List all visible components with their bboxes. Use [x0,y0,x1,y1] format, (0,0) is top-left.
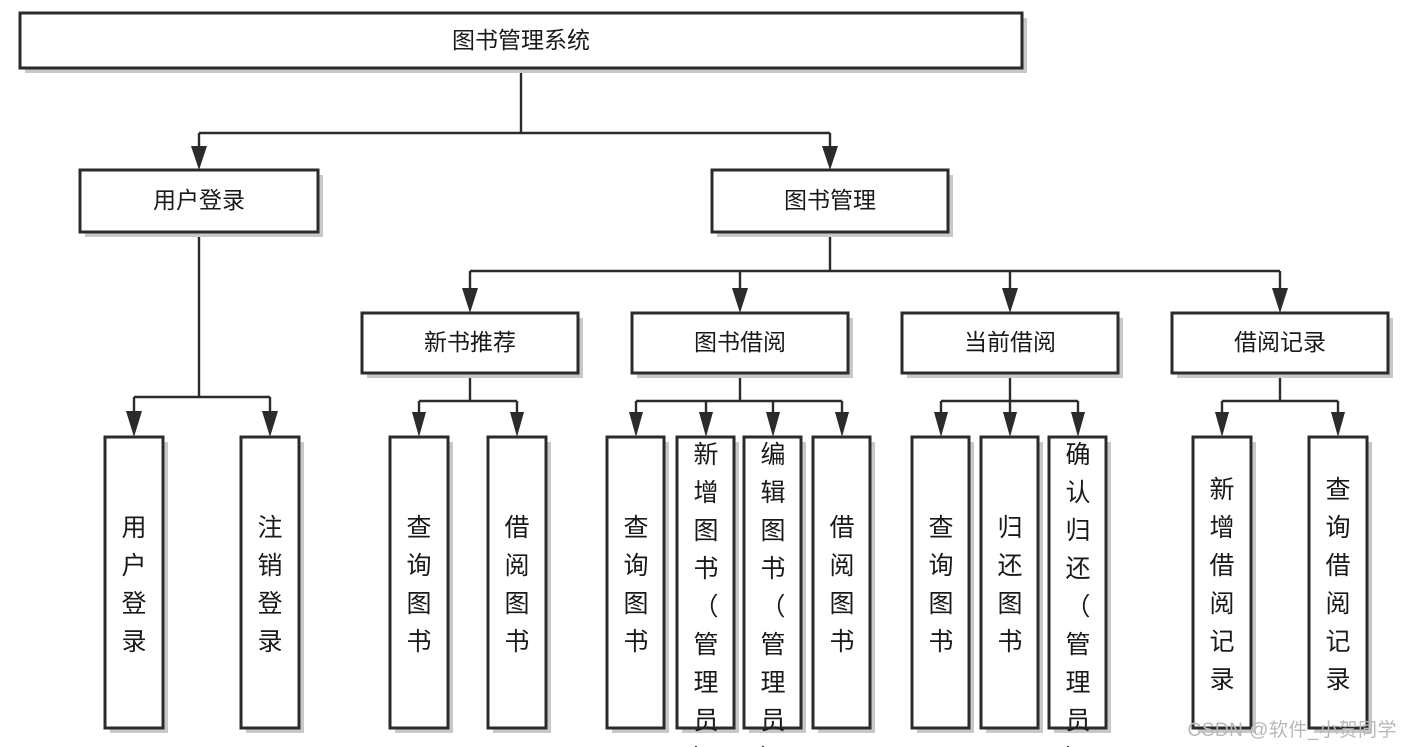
leaf-cb-confirm-label: 确认归还（管理员） [1065,441,1090,747]
leaf-node-cb-query[interactable]: 查询图书 [910,435,974,733]
node-root-box [18,11,1024,70]
node-new-book-recommend-label: 新书推荐 [424,329,516,355]
leaf-newbook-query-label: 查询图书 [406,514,431,656]
node-book-management-box [710,168,950,234]
leaf-bb-edit-label: 编辑图书（管理员） [760,441,785,747]
node-book-borrow-label: 图书借阅 [694,329,786,355]
leaf-br-add-box [1191,435,1253,730]
leaf-logout-label: 注销登录 [257,514,282,656]
leaf-cb-return-label: 归还图书 [997,514,1022,656]
arrow-head-user-login-leaf1 [126,411,142,437]
arrow-head-user-login-leaf2 [262,411,278,437]
node-root-label: 图书管理系统 [452,27,590,53]
leaf-br-query-box [1307,435,1369,730]
arrow-head-book-borrow-l3 [766,412,780,437]
arrow-head-new-book [462,288,478,313]
arrow-head-book-borrow-l1 [629,412,643,437]
node-book-borrow-box [630,311,850,375]
leaf-cb-return-box [979,435,1040,730]
leaf-newbook-borrow-label: 借阅图书 [504,514,529,656]
watermark-text: CSDN @软件_小贺同学 [1187,720,1397,741]
arrow-head-current-borrow-l1 [934,412,948,437]
node-borrow-record-label: 借阅记录 [1234,329,1326,355]
node-book-management[interactable]: 图书管理 [710,168,953,237]
leaf-bb-add-box [675,435,736,730]
leaf-logout-box [239,435,301,730]
arrow-head-borrow-record [1272,288,1288,313]
arrow-head-book-borrow-l2 [699,412,713,437]
node-root[interactable]: 图书管理系统 [18,11,1027,73]
node-new-book-recommend[interactable]: 新书推荐 [360,311,583,378]
leaf-node-cb-confirm[interactable]: 确认归还（管理员） [1047,435,1111,747]
leaf-node-user-login[interactable]: 用户登录 [103,435,168,733]
leaf-bb-edit-box [742,435,803,730]
leaf-node-br-query[interactable]: 查询借阅记录 [1307,435,1372,733]
node-user-login-label: 用户登录 [153,187,245,213]
leaf-bb-add-label: 新增图书（管理员） [693,441,718,747]
node-current-borrow-box [900,311,1120,375]
node-user-login[interactable]: 用户登录 [78,168,323,237]
leaf-bb-borrow-label: 借阅图书 [829,514,854,656]
node-new-book-recommend-box [360,311,580,375]
leaf-node-bb-query[interactable]: 查询图书 [605,435,669,733]
leaf-node-newbook-borrow[interactable]: 借阅图书 [486,435,551,733]
leaf-node-br-add[interactable]: 新增借阅记录 [1191,435,1256,733]
leaf-newbook-query-box [388,435,450,730]
leaf-node-newbook-query[interactable]: 查询图书 [388,435,453,733]
node-book-management-label: 图书管理 [784,187,876,213]
leaf-node-bb-borrow[interactable]: 借阅图书 [811,435,875,733]
leaf-user-login-box [103,435,165,730]
leaf-bb-query-box [605,435,666,730]
node-current-borrow-label: 当前借阅 [964,329,1056,355]
leaf-user-login-label: 用户登录 [121,514,146,656]
arrow-head-borrow-record-l1 [1215,412,1229,437]
arrow-head-book-borrow [732,288,748,313]
connector-layer [126,68,1345,437]
arrow-head-current-borrow [1002,288,1018,313]
node-borrow-record[interactable]: 借阅记录 [1170,311,1393,378]
leaf-cb-query-box [910,435,971,730]
arrow-head-current-borrow-l3 [1071,412,1085,437]
node-borrow-record-box [1170,311,1390,375]
leaf-cb-query-label: 查询图书 [928,514,953,656]
arrow-head-current-borrow-l2 [1003,412,1017,437]
leaf-br-add-label: 新增借阅记录 [1209,476,1234,694]
leaf-cb-confirm-box [1047,435,1108,730]
node-current-borrow[interactable]: 当前借阅 [900,311,1123,378]
arrow-head-book-borrow-l4 [835,412,849,437]
leaf-newbook-borrow-box [486,435,548,730]
node-user-login-box [78,168,320,234]
arrow-head-user-login [191,146,207,170]
node-book-borrow[interactable]: 图书借阅 [630,311,853,378]
arrow-head-new-book-l2 [510,412,524,437]
leaf-node-bb-edit[interactable]: 编辑图书（管理员） [742,435,806,747]
leaf-bb-query-label: 查询图书 [623,514,648,656]
leaf-bb-borrow-box [811,435,872,730]
leaf-br-query-label: 查询借阅记录 [1325,476,1350,694]
leaf-node-cb-return[interactable]: 归还图书 [979,435,1043,733]
arrow-head-new-book-l1 [412,412,426,437]
arrow-head-borrow-record-l2 [1331,412,1345,437]
leaf-node-bb-add[interactable]: 新增图书（管理员） [675,435,739,747]
leaf-node-logout[interactable]: 注销登录 [239,435,304,733]
arrow-head-book-mgmt [822,146,838,170]
